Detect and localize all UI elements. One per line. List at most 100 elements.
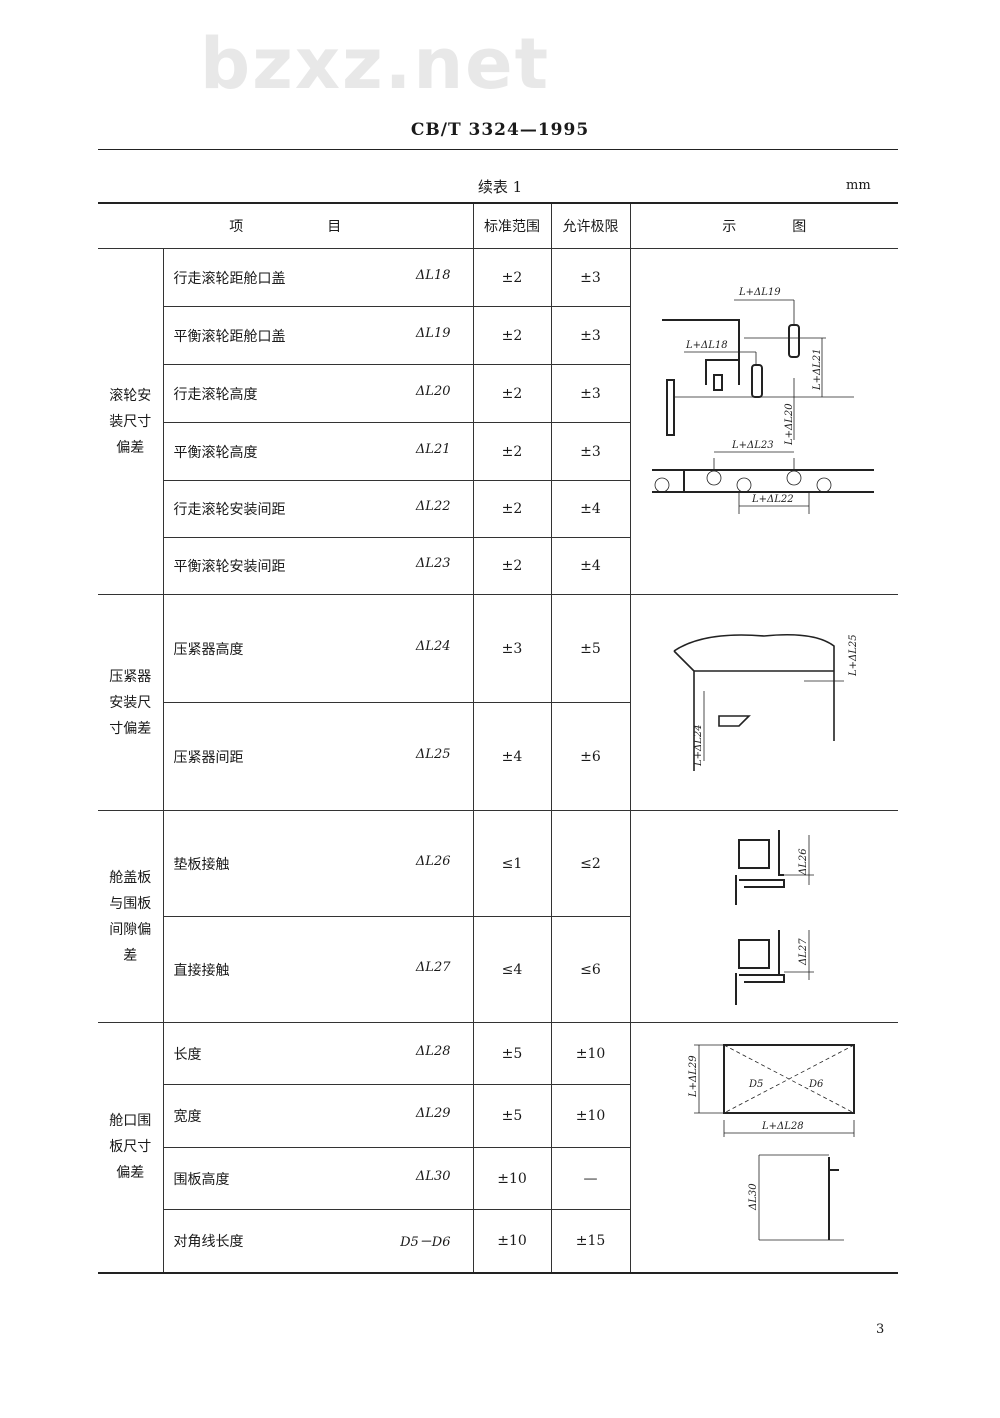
item-cell: 平衡滚轮距舱口盖 ΔL19 [163,306,474,365]
item-symbol: ΔL18 [415,267,451,283]
item-name: 压紧器间距 [173,749,244,766]
item-name: 行走滚轮距舱口盖 [173,270,286,287]
item-name: 长度 [173,1046,202,1063]
allowed-limit: ±3 [550,364,630,423]
roller-diagram: L+ΔL19 L+ΔL18 L+ΔL21 L+ΔL20 L+ΔL23 L+ΔL2… [652,287,875,514]
standard-range: ≤4 [472,916,552,1023]
diagram-cell: L+ΔL29 D5 D6 L+ΔL28 ΔL30 [629,1022,898,1273]
item-name: 行走滚轮安装间距 [173,502,286,518]
standard-range: ±2 [472,537,552,595]
dim-label: L+ΔL19 [738,287,781,298]
dim-label: L+ΔL25 [848,634,859,677]
standard-range: ±3 [472,594,552,703]
item-symbol: ΔL19 [415,325,451,341]
item-symbol: ΔL25 [415,746,451,762]
standard-range: ±2 [472,480,552,538]
item-name: 对角线长度 [173,1233,244,1250]
dim-label: L+ΔL23 [731,440,774,451]
item-cell: 行走滚轮距舱口盖 ΔL18 [162,248,474,307]
item-symbol: ΔL20 [415,383,451,399]
item-name: 围板高度 [173,1171,230,1188]
standard-range: ≤1 [472,810,552,917]
allowed-limit: ±3 [550,248,631,307]
item-cell: 压紧器高度 ΔL24 [162,594,474,703]
dim-label: D6 [808,1079,824,1090]
group-label: 压紧器安装尺寸偏差 [98,594,164,811]
dim-label: L+ΔL29 [688,1055,699,1098]
coaming-diagram: L+ΔL29 D5 D6 L+ΔL28 ΔL30 [688,1044,856,1241]
item-name: 直接接触 [173,962,230,979]
gap-diagram: ΔL26 ΔL27 [735,829,815,1005]
standard-range: ±2 [472,364,552,423]
group-label-text: 压紧器安装尺寸偏差 [109,668,152,737]
standard-range: ±5 [472,1022,552,1085]
diagram-cell: L+ΔL19 L+ΔL18 L+ΔL21 L+ΔL20 L+ΔL23 L+ΔL2… [629,248,898,595]
header-rule [98,149,898,150]
diagram-cell: ΔL26 ΔL27 [629,810,898,1023]
table-row: 行走滚轮安装间距 ΔL22 ±2±4 [98,480,898,538]
page-number: 3 [876,1322,885,1337]
standard-range: ±10 [472,1147,552,1210]
item-symbol: ΔL27 [415,959,451,975]
item-symbol: ΔL26 [415,853,451,869]
allowed-limit: ±4 [550,537,630,595]
diagram-cell: L+ΔL25 L+ΔL24 [629,594,898,811]
watermark: bzxz.net [200,23,551,105]
item-name: 压紧器高度 [173,641,244,658]
item-cell: 行走滚轮安装间距 ΔL22 [163,480,474,538]
standard-range: ±2 [472,422,552,481]
standard-code: CB/T 3324—1995 [410,120,590,140]
table-header-row: 项 目 标准范围 允许极限 示 图 [98,202,898,249]
group-label-text: 舱盖板与围板间隙偏差 [109,869,152,964]
standard-range: ±2 [472,248,552,307]
column-header: 允许极限 [550,202,631,249]
table-row: 围板高度 ΔL30 ±10— [98,1147,898,1210]
table-row: 压紧器安装尺寸偏差 压紧器高度 ΔL24 ±3±5 L+ΔL25 L+ΔL24 [98,594,898,811]
item-symbol: ΔL22 [415,499,451,514]
column-header: 示 图 [629,202,898,249]
item-symbol: ΔL30 [415,1168,451,1184]
item-symbol: ΔL29 [415,1106,451,1121]
dim-label: ΔL30 [748,1183,759,1211]
item-symbol: ΔL21 [415,441,451,457]
group-label-text: 舱口围板尺寸偏差 [109,1113,152,1182]
item-name: 平衡滚轮距舱口盖 [173,328,286,345]
dim-label: D5 [748,1079,763,1090]
allowed-limit: ±5 [550,594,631,703]
item-symbol: ΔL23 [415,556,451,571]
dim-label: ΔL27 [798,937,809,965]
allowed-limit: ±3 [550,306,630,365]
compressor-diagram: L+ΔL25 L+ΔL24 [673,633,859,771]
allowed-limit: ±3 [550,422,630,481]
unit-label: mm [846,178,871,193]
column-header: 项 目 [98,202,474,249]
group-label: 舱盖板与围板间隙偏差 [98,810,164,1023]
allowed-limit: — [550,1147,630,1210]
column-header: 标准范围 [472,202,552,249]
dim-label: ΔL26 [798,847,809,875]
standard-range: ±2 [472,306,552,365]
dim-label: L+ΔL20 [784,402,795,445]
table-row: 直接接触 ΔL27 ≤4≤6 [98,916,898,1023]
allowed-limit: ≤6 [550,916,630,1023]
dim-label: L+ΔL24 [693,724,704,767]
allowed-limit: ±4 [550,480,630,538]
item-cell: 宽度 ΔL29 [163,1084,474,1148]
item-symbol: ΔL24 [415,638,451,654]
item-name: 宽度 [173,1109,202,1125]
allowed-limit: ±10 [550,1084,630,1148]
standard-range: ±10 [472,1209,552,1273]
table-caption: 续表 1 [477,178,523,196]
